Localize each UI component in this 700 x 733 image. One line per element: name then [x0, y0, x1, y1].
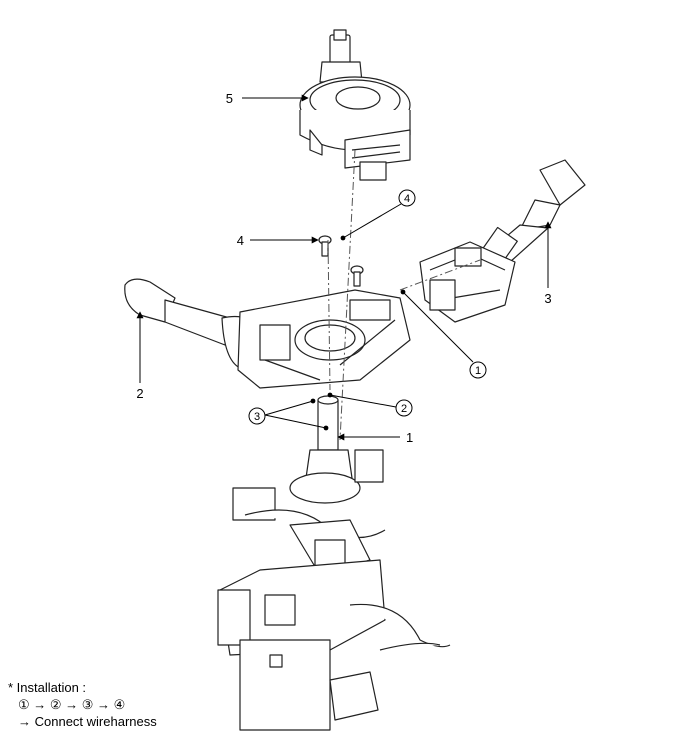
steering-column-part — [217, 395, 451, 731]
alignment-lines — [327, 149, 481, 441]
callout-4: 4 — [237, 233, 244, 248]
leader-circled-4 — [342, 203, 402, 239]
leader-circled-3b — [264, 414, 327, 429]
leader-dots — [310, 235, 406, 431]
notes-sequence: ① → ② → ③ → ④ — [18, 697, 126, 712]
circled-callout-3-text: 3 — [254, 411, 260, 423]
notes-title: * Installation : — [8, 680, 87, 695]
screw-part — [318, 235, 364, 287]
notes-final: → Connect wireharness — [18, 714, 157, 729]
leader-circled-1 — [402, 291, 474, 363]
leader-circled-2 — [329, 394, 397, 408]
callout-1: 1 — [406, 430, 413, 445]
wiper-switch-part — [419, 159, 586, 323]
circled-callout-4-text: 4 — [404, 193, 410, 205]
callout-2: 2 — [136, 386, 143, 401]
circled-callout-4: 4 — [398, 189, 416, 207]
leader-circled-3a — [264, 400, 314, 416]
callout-3: 3 — [544, 291, 551, 306]
circled-callout-3: 3 — [248, 407, 266, 425]
circled-callout-1: 1 — [469, 361, 487, 379]
circled-callout-2: 2 — [395, 399, 413, 417]
circled-callout-2-text: 2 — [401, 403, 407, 415]
circled-callout-1-text: 1 — [475, 365, 481, 377]
clock-spring-part — [299, 29, 411, 181]
callout-5: 5 — [226, 91, 233, 106]
installation-notes: * Installation : ① → ② → ③ → ④ → Connect… — [8, 679, 157, 730]
multifunction-switch-part — [124, 278, 411, 389]
